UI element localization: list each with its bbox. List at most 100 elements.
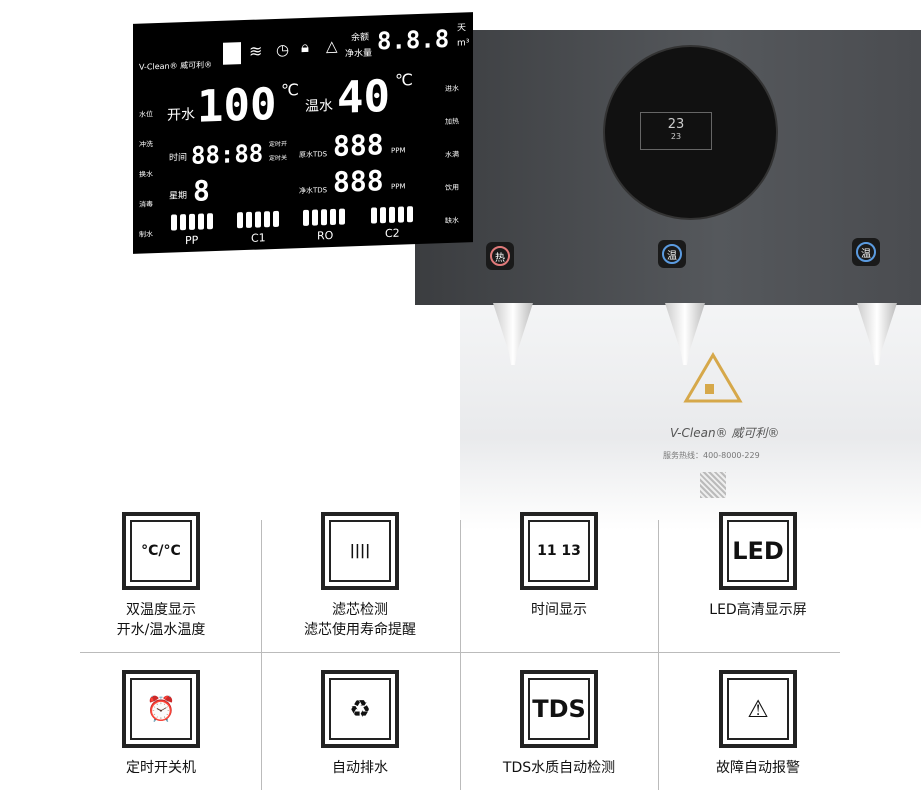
button-label: 热 [490,246,510,266]
balance-value: 8.8.8 [377,24,450,56]
water-volume-label: 净水量 [345,48,373,60]
filter-label-c1: C1 [251,231,266,245]
celsius-unit: ℃ [281,80,299,100]
divider [80,652,840,653]
filter-bar-ro [303,208,345,226]
icon-glyph: TDS [532,695,586,723]
feature-item: °C/°C 双温度显示开水/温水温度 [61,512,261,640]
feature-title: LED高清显示屏 [709,602,807,618]
tds-icon: TDS [520,670,598,748]
week-value: 8 [193,174,210,208]
warm-water-button[interactable]: 温 [658,240,686,268]
icon-glyph: °C/°C [141,543,181,559]
status-drinking: 饮用 [445,183,459,193]
divider [261,520,262,790]
feature-item: LED LED高清显示屏 [658,512,858,620]
icon-glyph: ♻ [349,695,371,723]
warm-label: 温水 [305,97,333,115]
boiling-label: 开水 [167,106,195,124]
time-label: 时间 [169,153,188,164]
timer-off-label: 定时关 [269,154,288,163]
status-change-water: 换水 [139,170,153,179]
celsius-unit: ℃ [395,70,413,90]
status-disinfect: 消毒 [139,200,153,209]
wifi-icon: ≋ [249,41,263,61]
icon-glyph: ⏰ [146,695,176,723]
feature-subtitle: 开水/温水温度 [116,622,206,638]
warm-water-button-2[interactable]: 温 [852,238,880,266]
status-no-water: 缺水 [445,216,459,226]
warm-temp: 40 [337,70,390,124]
display-value: 23 [667,117,685,132]
feature-item: ♻ 自动排水 [260,670,460,778]
lcd-panel: V-Clean® 威可利® ≋ ◷ 🔒︎ △ 余额 净水量 8.8.8 天 m³… [133,12,473,254]
filter-label-ro: RO [317,228,334,243]
boiling-temp: 100 [197,78,277,133]
ppm-unit: PPM [391,146,406,155]
lcd-brand: V-Clean® 威可利® [139,60,213,72]
status-full: 水满 [445,150,459,160]
feature-item: |||| 滤芯检测滤芯使用寿命提醒 [260,512,460,640]
display-sub: 23 [670,132,682,141]
feature-title: 自动排水 [332,760,388,776]
unit-day: 天 [457,23,467,34]
feature-title: 双温度显示 [126,602,196,618]
feature-title: TDS水质自动检测 [502,760,616,776]
right-status-list: 进水 加热 水满 饮用 缺水 [445,73,459,238]
status-heating: 加热 [445,117,459,127]
icon-glyph: ⚠ [747,695,769,723]
raw-tds-label: 原水TDS [299,150,328,160]
week-label: 星期 [169,191,188,202]
feature-item: ⚠ 故障自动报警 [658,670,858,778]
warning-icon: △ [326,36,338,56]
pure-tds-label: 净水TDS [299,186,328,196]
round-display [603,45,778,220]
time-value: 88:88 [191,139,264,170]
warning-icon: ⚠ [719,670,797,748]
timer-on-label: 定时开 [269,140,288,149]
status-flush: 冲洗 [139,140,153,149]
filter-label-c2: C2 [385,226,400,241]
filter-icon: |||| [321,512,399,590]
service-hotline: 服务热线：400-8000-229 [663,451,760,460]
hot-warning-icon [683,352,743,403]
timer-icon: ◷ [276,40,290,59]
feature-subtitle: 滤芯使用寿命提醒 [304,622,416,638]
filter-label-pp: PP [185,233,199,248]
feature-item: 11 13 时间显示 [459,512,659,620]
pure-tds-value: 888 [333,164,384,199]
filter-bar-pp [171,213,213,231]
led-icon: LED [719,512,797,590]
icon-glyph: |||| [349,543,371,559]
filter-bar-c1 [237,210,279,229]
button-label: 温 [662,244,682,264]
qr-code [700,472,726,498]
alarm-clock-icon: ⏰ [122,670,200,748]
ppm-unit: PPM [391,182,406,191]
button-label: 温 [856,242,876,262]
feature-item: ⏰ 定时开关机 [61,670,261,778]
lock-icon: 🔒︎ [301,37,309,57]
feature-title: 滤芯检测 [332,602,388,618]
clock-display-icon: 11 13 [520,512,598,590]
left-status-list: 水位 冲洗 换水 消毒 制水 [139,99,153,249]
feature-title: 时间显示 [531,602,587,618]
icon-glyph: 11 13 [537,543,581,559]
brand-logo: V-Clean® 威可利® [670,426,780,440]
divider [658,520,659,790]
lcd-block-icon [223,42,241,65]
feature-title: 故障自动报警 [716,760,800,776]
feature-item: TDS TDS水质自动检测 [459,670,659,778]
recycle-icon: ♻ [321,670,399,748]
status-inlet: 进水 [445,84,459,94]
filter-bar-c2 [371,206,413,224]
icon-glyph: LED [732,537,784,565]
hot-water-button[interactable]: 热 [486,242,514,270]
dual-temperature-icon: °C/°C [122,512,200,590]
status-water-level: 水位 [139,110,153,119]
unit-m3: m³ [457,38,470,49]
divider [460,520,461,790]
feature-title: 定时开关机 [126,760,196,776]
status-make-water: 制水 [139,230,153,239]
